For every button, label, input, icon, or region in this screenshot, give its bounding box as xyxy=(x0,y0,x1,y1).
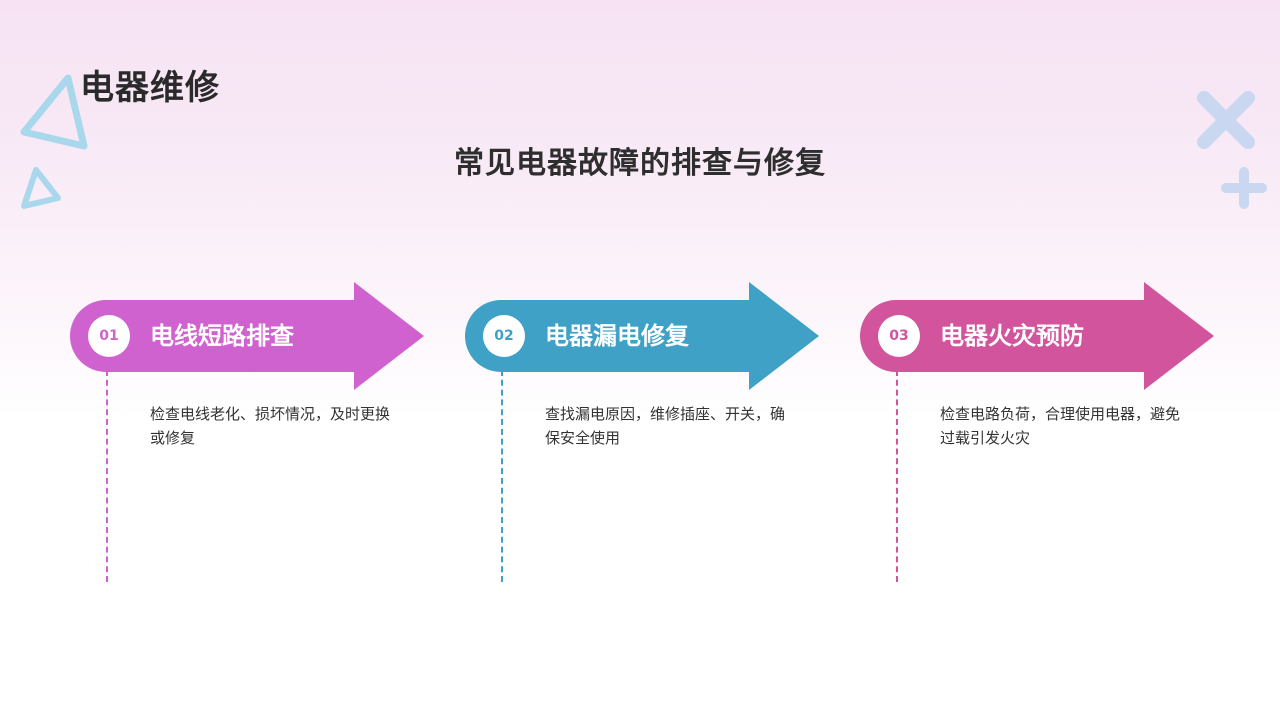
triangle-decoration-icon xyxy=(20,74,88,209)
step-title: 电器火灾预防 xyxy=(940,322,1084,350)
arrow-shape xyxy=(860,282,1214,390)
step-number-badge: 03 xyxy=(878,315,920,357)
arrow-shape xyxy=(465,282,819,390)
cross-decoration-icon xyxy=(1197,91,1267,209)
dashed-connector xyxy=(106,370,108,582)
step-description: 检查电路负荷，合理使用电器，避免过载引发火灾 xyxy=(940,405,1181,447)
step-description: 查找漏电原因，维修插座、开关，确保安全使用 xyxy=(545,405,786,447)
step-description: 检查电线老化、损坏情况，及时更换或修复 xyxy=(150,405,391,447)
step-card-3: 03 电器火灾预防 检查电路负荷，合理使用电器，避免过载引发火灾 xyxy=(860,280,1220,590)
step-card-2: 02 电器漏电修复 查找漏电原因，维修插座、开关，确保安全使用 xyxy=(465,280,825,590)
slide-subtitle: 常见电器故障的排查与修复 xyxy=(454,146,826,181)
page-title: 电器维修 xyxy=(80,68,220,108)
step-title: 电线短路排查 xyxy=(150,322,294,350)
dashed-connector xyxy=(896,370,898,582)
step-number-badge: 02 xyxy=(483,315,525,357)
dashed-connector xyxy=(501,370,503,582)
step-title: 电器漏电修复 xyxy=(545,322,689,350)
step-card-1: 01 电线短路排查 检查电线老化、损坏情况，及时更换或修复 xyxy=(70,280,430,590)
arrow-shape xyxy=(70,282,424,390)
step-number-badge: 01 xyxy=(88,315,130,357)
